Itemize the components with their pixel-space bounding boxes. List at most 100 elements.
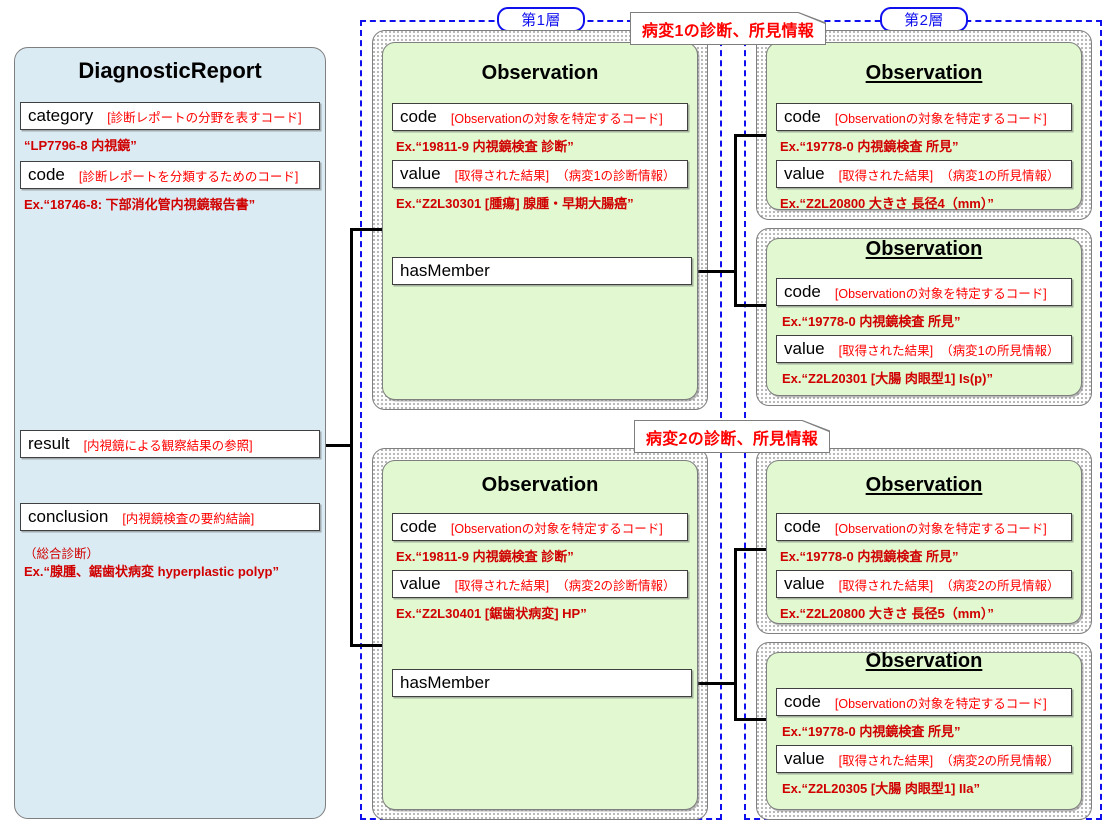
- connector-hasmember2-horizontal: [694, 682, 736, 685]
- connector-hasmember1-branch-bottom: [734, 304, 770, 307]
- hasmember-label: hasMember: [400, 673, 490, 692]
- value-label: value: [784, 339, 825, 358]
- callout-lesion2: 病変2の診断、所見情報: [634, 420, 830, 453]
- observation-lesion1-finding-shape-code[interactable]: code [Observationの対象を特定するコード]: [776, 278, 1072, 306]
- code-label: code: [784, 692, 821, 711]
- observation-lesion1-finding-shape-code-example: Ex.“19778-0 内視鏡検査 所見”: [782, 314, 961, 329]
- code-desc: [Observationの対象を特定するコード]: [450, 111, 663, 126]
- value-desc: [取得された結果]: [838, 753, 934, 768]
- observation-lesion2-diagnosis-code-example: Ex.“19811-9 内視鏡検査 診断”: [396, 549, 574, 564]
- value-desc: [取得された結果]: [838, 168, 934, 183]
- observation-lesion2-diagnosis-value[interactable]: value [取得された結果] （病変2の診断情報）: [392, 570, 688, 598]
- value-desc: [取得された結果]: [838, 578, 934, 593]
- observation-lesion1-finding-size-title: Observation: [865, 62, 983, 84]
- observation-lesion1-diagnosis-value[interactable]: value [取得された結果] （病変1の診断情報）: [392, 160, 688, 188]
- layer1-tag: 第1層: [497, 7, 585, 32]
- observation-lesion2-finding-size-code-example: Ex.“19778-0 内視鏡検査 所見”: [780, 549, 959, 564]
- field-category-name: category: [28, 106, 94, 125]
- connector-hasmember1-trunk: [734, 134, 737, 306]
- observation-lesion2-finding-shape-value[interactable]: value [取得された結果] （病変2の所見情報）: [776, 745, 1072, 773]
- observation-lesion2-diagnosis-code[interactable]: code [Observationの対象を特定するコード]: [392, 513, 688, 541]
- field-result-name: result: [28, 434, 70, 453]
- connector-result-horizontal: [318, 444, 352, 447]
- value-label: value: [400, 164, 441, 183]
- observation-lesion1-finding-size-value-example: Ex.“Z2L20800 大きさ 長径4（mm）”: [780, 196, 994, 211]
- connector-hasmember1-branch-top: [734, 134, 770, 137]
- value-desc2: （病変1の診断情報）: [556, 168, 676, 183]
- observation-lesion1-diagnosis-code-example: Ex.“19811-9 内視鏡検査 診断”: [396, 139, 574, 154]
- diagnostic-report-title: DiagnosticReport: [78, 58, 262, 83]
- field-conclusion-example: Ex.“腺腫、鋸歯状病変 hyperplastic polyp”: [24, 564, 279, 579]
- observation-lesion1-finding-shape: [766, 238, 1082, 396]
- connector-hasmember2-trunk: [734, 548, 737, 720]
- observation-lesion1-finding-size-code-example: Ex.“19778-0 内視鏡検査 所見”: [780, 139, 959, 154]
- value-desc: [取得された結果]: [838, 343, 934, 358]
- value-desc2: （病変2の所見情報）: [940, 578, 1060, 593]
- field-result[interactable]: result [内視鏡による観察結果の参照]: [20, 430, 320, 458]
- field-code-example: Ex.“18746-8: 下部消化管内視鏡報告書”: [24, 197, 256, 212]
- code-label: code: [784, 517, 821, 536]
- field-category-example: “LP7796-8 内視鏡”: [24, 138, 137, 153]
- observation-lesion2-diagnosis-value-example: Ex.“Z2L30401 [鋸歯状病変] HP”: [396, 606, 587, 621]
- field-result-desc: [内視鏡による観察結果の参照]: [83, 438, 253, 453]
- connector-hasmember1-horizontal: [694, 270, 736, 273]
- code-label: code: [400, 517, 437, 536]
- layer2-tag: 第2層: [880, 7, 968, 32]
- code-desc: [Observationの対象を特定するコード]: [834, 521, 1047, 536]
- field-conclusion-name: conclusion: [28, 507, 109, 526]
- code-desc: [Observationの対象を特定するコード]: [834, 111, 1047, 126]
- value-desc2: （病変1の所見情報）: [940, 343, 1060, 358]
- connector-hasmember2-branch-top: [734, 548, 770, 551]
- field-conclusion[interactable]: conclusion [内視鏡検査の要約結論]: [20, 503, 320, 531]
- observation-lesion2-finding-size-code[interactable]: code [Observationの対象を特定するコード]: [776, 513, 1072, 541]
- observation-lesion2-finding-shape-title: Observation: [865, 650, 983, 672]
- observation-lesion1-finding-shape-value-example: Ex.“Z2L20301 [大腸 肉眼型1] Is(p)”: [782, 371, 993, 386]
- connector-hasmember2-branch-bottom: [734, 718, 770, 721]
- observation-lesion2-finding-size-value-example: Ex.“Z2L20800 大きさ 長径5（mm）”: [780, 606, 994, 621]
- observation-lesion1-diagnosis: [382, 42, 698, 400]
- code-label: code: [784, 107, 821, 126]
- field-code-desc: [診断レポートを分類するためのコード]: [78, 169, 299, 184]
- observation-lesion1-finding-shape-value[interactable]: value [取得された結果] （病変1の所見情報）: [776, 335, 1072, 363]
- code-desc: [Observationの対象を特定するコード]: [834, 286, 1047, 301]
- field-category-desc: [診断レポートの分野を表すコード]: [107, 110, 302, 125]
- code-label: code: [784, 282, 821, 301]
- field-code[interactable]: code [診断レポートを分類するためのコード]: [20, 161, 320, 189]
- value-label: value: [784, 749, 825, 768]
- observation-lesion1-hasmember[interactable]: hasMember: [392, 257, 692, 285]
- observation-lesion2-diagnosis-title: Observation: [481, 474, 599, 496]
- connector-result-trunk: [350, 228, 353, 646]
- hasmember-label: hasMember: [400, 261, 490, 280]
- observation-lesion2-finding-shape-code-example: Ex.“19778-0 内視鏡検査 所見”: [782, 724, 961, 739]
- observation-lesion2-hasmember[interactable]: hasMember: [392, 669, 692, 697]
- code-desc: [Observationの対象を特定するコード]: [834, 696, 1047, 711]
- field-code-name: code: [28, 165, 65, 184]
- value-label: value: [784, 164, 825, 183]
- observation-lesion1-finding-size-code[interactable]: code [Observationの対象を特定するコード]: [776, 103, 1072, 131]
- value-desc: [取得された結果]: [454, 168, 550, 183]
- observation-lesion2-finding-shape: [766, 652, 1082, 810]
- value-desc2: （病変2の所見情報）: [940, 753, 1060, 768]
- observation-lesion1-diagnosis-title: Observation: [481, 62, 599, 84]
- observation-lesion1-finding-shape-title: Observation: [865, 238, 983, 260]
- value-label: value: [784, 574, 825, 593]
- callout-lesion1: 病変1の診断、所見情報: [630, 12, 826, 45]
- observation-lesion1-finding-size-value[interactable]: value [取得された結果] （病変1の所見情報）: [776, 160, 1072, 188]
- observation-lesion2-finding-size-value[interactable]: value [取得された結果] （病変2の所見情報）: [776, 570, 1072, 598]
- code-desc: [Observationの対象を特定するコード]: [450, 521, 663, 536]
- connector-result-branch-bottom: [350, 644, 384, 647]
- field-category[interactable]: category [診断レポートの分野を表すコード]: [20, 102, 320, 130]
- observation-lesion1-diagnosis-code[interactable]: code [Observationの対象を特定するコード]: [392, 103, 688, 131]
- value-desc: [取得された結果]: [454, 578, 550, 593]
- field-conclusion-desc: [内視鏡検査の要約結論]: [122, 511, 255, 526]
- connector-result-branch-top: [350, 228, 384, 231]
- value-desc2: （病変1の所見情報）: [940, 168, 1060, 183]
- value-desc2: （病変2の診断情報）: [556, 578, 676, 593]
- observation-lesion2-finding-shape-value-example: Ex.“Z2L20305 [大腸 肉眼型1] IIa”: [782, 781, 980, 796]
- field-conclusion-note: （総合診断）: [24, 547, 100, 561]
- value-label: value: [400, 574, 441, 593]
- code-label: code: [400, 107, 437, 126]
- observation-lesion1-diagnosis-value-example: Ex.“Z2L30301 [腫瘍] 腺腫・早期大腸癌”: [396, 196, 634, 211]
- observation-lesion2-finding-shape-code[interactable]: code [Observationの対象を特定するコード]: [776, 688, 1072, 716]
